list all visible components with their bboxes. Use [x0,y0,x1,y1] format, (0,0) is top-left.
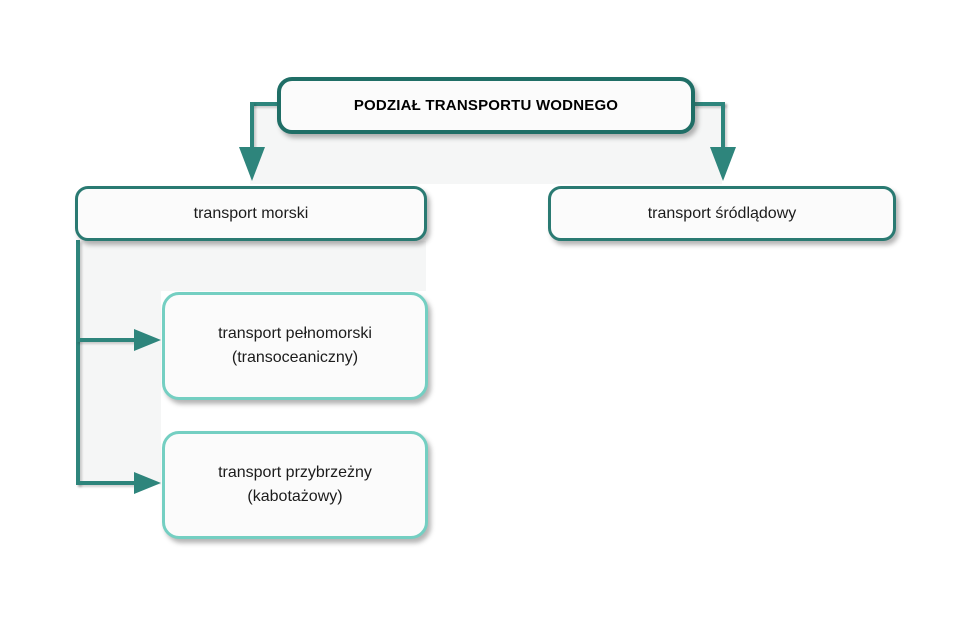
node-label: transport morski [193,204,309,222]
connector-enclosed-panel-left [78,291,161,485]
arrow-right-icon [134,329,161,351]
node-transport-przybrzezny: transport przybrzeżny (kabotażowy) [162,431,428,539]
connector-title-to-morski-vertical [250,102,254,148]
node-label-line1: transport przybrzeżny [218,464,372,481]
node-transport-srodladowy: transport śródlądowy [548,186,896,241]
node-transport-pelnomorski: transport pełnomorski (transoceaniczny) [162,292,428,400]
connector-enclosed-panel-mid [78,241,426,291]
node-label-line2: (kabotażowy) [247,488,343,505]
connector-title-to-srodladowy-vertical [721,102,725,148]
node-title-label: PODZIAŁ TRANSPORTU WODNEGO [353,97,619,114]
connector-title-to-morski-horizontal [250,102,280,106]
connector-morski-subtree-vertical [76,240,80,485]
arrow-down-icon [710,147,736,181]
arrow-right-icon [134,472,161,494]
node-label: transport śródlądowy [647,204,797,222]
node-title: PODZIAŁ TRANSPORTU WODNEGO [277,77,695,134]
node-transport-morski: transport morski [75,186,427,241]
node-label-line1: transport pełnomorski [218,325,372,342]
connector-branch-pelnomorski-horizontal [76,338,136,342]
connector-title-to-srodladowy-horizontal [693,102,725,106]
connector-branch-przybrzezny-horizontal [76,481,136,485]
arrow-down-icon [239,147,265,181]
node-label-line2: (transoceaniczny) [231,349,359,366]
